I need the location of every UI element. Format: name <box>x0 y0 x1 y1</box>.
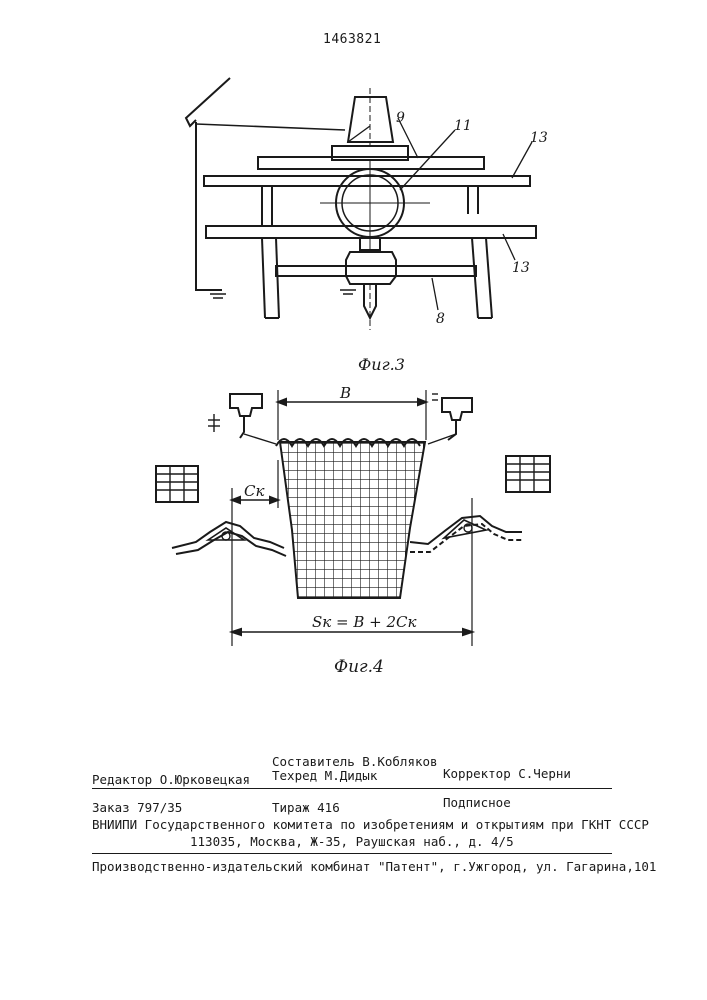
figure-3-caption: Фиг.3 <box>358 355 405 374</box>
left-block <box>156 466 198 502</box>
figure-4-drawing: B Cк Sк = B + 2Cк Фиг.4 <box>0 380 707 680</box>
techred-line: Техред М.Дидык <box>272 768 377 783</box>
editor-line: Редактор О.Юрковецкая <box>92 772 250 787</box>
label-B: B <box>339 384 351 402</box>
lower-holder <box>346 252 396 284</box>
figure-4-caption: Фиг.4 <box>334 657 384 677</box>
left-wire <box>196 122 222 290</box>
label-11: 11 <box>454 118 472 134</box>
plate-9 <box>258 157 484 169</box>
subscription-line: Подписное <box>443 795 511 810</box>
figure-3-drawing: 9 11 13 13 8 Фиг.3 <box>0 0 707 380</box>
publisher-line: Производственно-издательский комбинат "П… <box>92 859 656 874</box>
switch-lever <box>186 78 230 126</box>
label-9: 9 <box>396 110 405 126</box>
order-line: Заказ 797/35 <box>92 800 182 815</box>
label-Ck: Cк <box>244 482 264 500</box>
circulation-line: Тираж 416 <box>272 800 340 815</box>
bar-8 <box>276 266 476 276</box>
right-hook <box>442 398 472 420</box>
right-block <box>506 456 550 492</box>
rule-bottom <box>92 853 612 854</box>
label-13-lower: 13 <box>512 260 530 276</box>
wire-to-top <box>196 124 345 130</box>
compiler-line: Составитель В.Кобляков <box>272 754 438 769</box>
institute-line: ВНИИПИ Государственного комитета по изоб… <box>92 817 649 832</box>
label-Sk: Sк = B + 2Cк <box>312 613 416 631</box>
corrector-line: Корректор С.Черни <box>443 766 571 781</box>
left-cam <box>172 522 284 548</box>
fabric-mesh <box>280 442 425 598</box>
rule-top <box>92 788 612 789</box>
rail-13-upper <box>204 176 530 186</box>
left-hook <box>230 394 262 416</box>
label-8: 8 <box>436 311 445 327</box>
address-line: 113035, Москва, Ж-35, Раушская наб., д. … <box>190 834 514 849</box>
label-13-upper: 13 <box>530 130 548 146</box>
